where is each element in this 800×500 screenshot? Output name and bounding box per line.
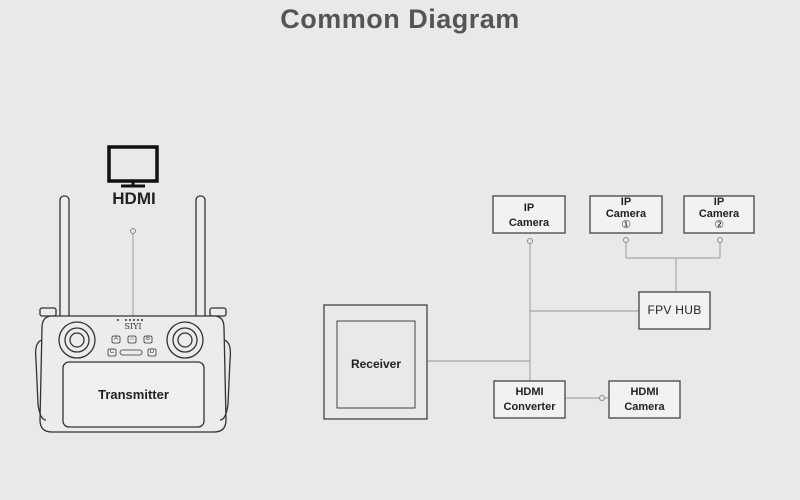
transmitter-screen — [62, 361, 205, 428]
ip-camera-2-line2: Camera — [698, 207, 740, 220]
hdmi-camera-label: HDMI Camera — [609, 386, 680, 413]
hdmi-camera-line1: HDMI — [630, 386, 659, 398]
button-b-label: B — [145, 336, 150, 342]
hdmi-converter-box — [493, 380, 566, 419]
ip-camera-2-line1: IP — [713, 196, 725, 208]
fpv-hub-label: FPV HUB — [647, 303, 702, 317]
monitor-label: HDMI — [112, 189, 156, 208]
ip-camera-2-label: IP Camera ② — [684, 196, 754, 232]
hdmi-camera-box — [608, 380, 681, 419]
fpv-hub-box — [638, 291, 711, 330]
transmitter-label: Transmitter — [98, 387, 169, 402]
button-center-label: ⌂ — [130, 336, 134, 342]
antenna-left — [59, 195, 70, 319]
connection-dots — [130, 228, 723, 401]
diagram-title: Common Diagram — [280, 4, 520, 34]
ip-camera-1-line1: IP — [620, 196, 632, 208]
component-boxes — [492, 195, 755, 419]
ip-camera-label: IP Camera — [493, 202, 565, 229]
ip-camera-1-box — [589, 195, 663, 234]
ip-camera-1-line2: Camera — [605, 207, 647, 220]
antenna-right — [195, 195, 206, 319]
button-d-label: D — [149, 349, 155, 355]
button-a-label: A — [113, 336, 118, 342]
ip-camera-line2: Camera — [508, 216, 550, 229]
ip-camera-1-label: IP Camera ① — [590, 196, 662, 232]
ip-camera-2-box — [683, 195, 755, 234]
monitor-icon — [107, 145, 159, 188]
button-c-label: C — [109, 349, 115, 355]
ip-camera-2-number: ② — [714, 219, 724, 232]
receiver-label: Receiver — [350, 357, 402, 371]
transmitter-brand: SIYI — [124, 322, 142, 331]
hdmi-converter-line2: Converter — [503, 400, 556, 413]
ip-camera-line1: IP — [523, 202, 535, 214]
hdmi-converter-line1: HDMI — [515, 386, 544, 398]
receiver-device — [323, 304, 428, 420]
hdmi-camera-line2: Camera — [624, 400, 665, 413]
hdmi-converter-label: HDMI Converter — [494, 386, 565, 413]
ip-camera-1-number: ① — [621, 219, 631, 232]
ip-camera-box — [492, 195, 566, 234]
transmitter-device — [34, 195, 232, 433]
